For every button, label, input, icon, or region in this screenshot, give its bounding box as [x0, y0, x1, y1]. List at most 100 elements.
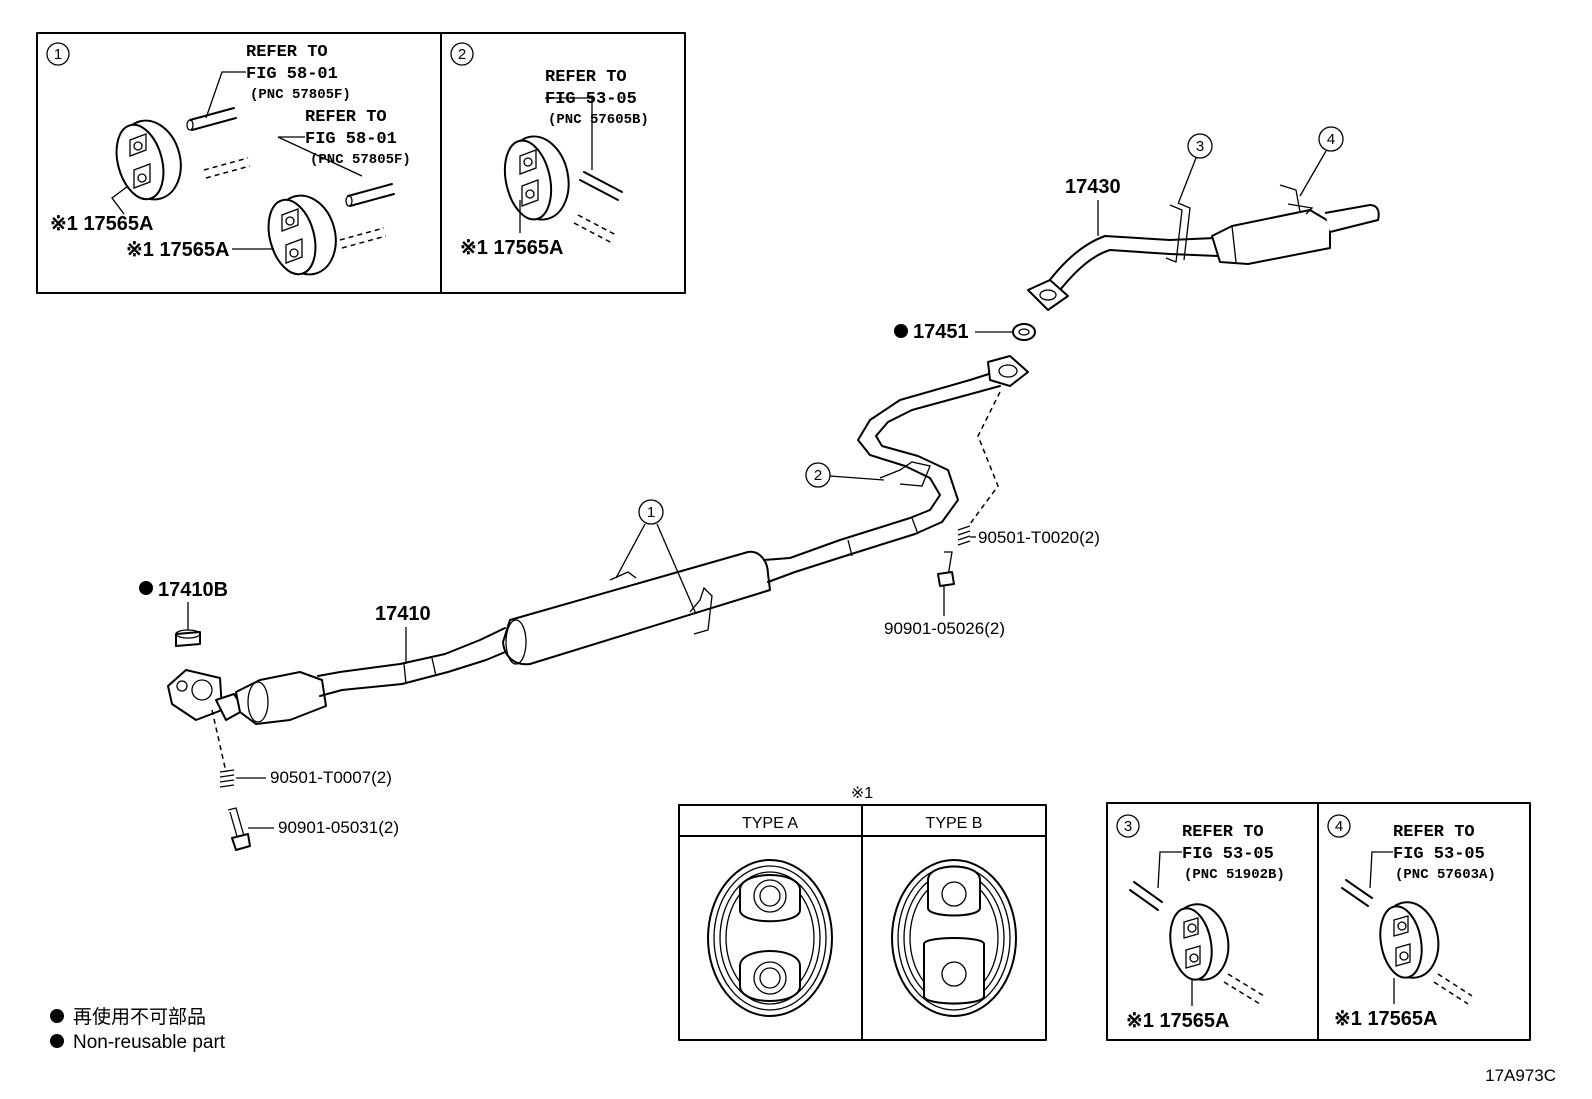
leader-line	[1299, 150, 1327, 197]
callout-2: 2	[814, 467, 822, 484]
inset-2-hanger-label: ※1 17565A	[460, 237, 564, 259]
part-labels: 17430 17451 17410B 17410 90501-T0020(2) …	[139, 176, 1121, 837]
part-17430-label: 17430	[1065, 176, 1121, 198]
inset-2-ref-line2: FIG 53-05	[545, 90, 637, 109]
bolt-and-spring-icons	[211, 391, 1001, 851]
legend-dot-icon	[50, 1009, 64, 1023]
callouts: 1 2 3 4	[615, 126, 1344, 615]
spring-icon	[957, 525, 971, 546]
inset-3-ref-line1: REFER TO	[1182, 823, 1264, 842]
inset-4: 4 REFER TO FIG 53-05 (PNC 57603A) ※1 175…	[1327, 814, 1496, 1030]
type-a-hanger-icon	[707, 859, 833, 1017]
front-pipe-assembly	[167, 323, 1036, 725]
rubber-hanger-icon	[503, 135, 570, 221]
gasket-17410b	[175, 629, 201, 647]
inset-3-ref-line2: FIG 53-05	[1182, 845, 1274, 864]
callout-2-circle	[805, 462, 831, 488]
part-17451-label: 17451	[913, 321, 969, 343]
inset-1-hanger-b-label: ※1 17565A	[126, 239, 230, 261]
leader-line	[545, 97, 593, 170]
center-muffler	[502, 550, 771, 666]
non-reusable-dot	[894, 324, 908, 338]
bolt-spring-front-label: 90501-T0007(2)	[270, 768, 392, 787]
leader-line	[1369, 851, 1393, 889]
inset-4-ref-line3: (PNC 57603A)	[1395, 867, 1496, 883]
inset-2-marker-circle	[450, 42, 474, 66]
part-17410b-label: 17410B	[158, 579, 228, 601]
hanger-types-panel: ※1 TYPE A TYPE B	[678, 785, 1047, 1041]
bolt-spring-rear-label: 90501-T0020(2)	[978, 528, 1100, 547]
inset-1-ref-b-line2: FIG 58-01	[305, 130, 397, 149]
catalytic-converter	[235, 671, 327, 725]
bolt-icon	[937, 551, 955, 587]
inset-3-ref-line3: (PNC 51902B)	[1184, 867, 1285, 883]
inset-1-ref-a-line1: REFER TO	[246, 43, 328, 62]
inset-4-ref-line2: FIG 53-05	[1393, 845, 1485, 864]
inset-1-marker: 1	[54, 46, 62, 63]
inset-2-marker: 2	[458, 46, 466, 63]
part-17410-label: 17410	[375, 603, 431, 625]
inset-1-hanger-a-label: ※1 17565A	[50, 213, 154, 235]
inset-4-ref-line1: REFER TO	[1393, 823, 1475, 842]
inset-4-marker: 4	[1335, 818, 1343, 835]
rear-muffler-assembly	[1027, 184, 1380, 311]
callout-4-circle	[1318, 126, 1344, 152]
inset-1-ref-a-line2: FIG 58-01	[246, 65, 338, 84]
mid-flange	[987, 355, 1029, 387]
rubber-hanger-icon	[115, 119, 182, 201]
inset-2-ref-line3: (PNC 57605B)	[548, 112, 649, 128]
bolt-icon	[227, 807, 251, 851]
leader-line	[1157, 851, 1182, 889]
gasket-17451	[1012, 323, 1036, 341]
inset-1-ref-a-line3: (PNC 57805F)	[250, 87, 351, 103]
leader-line	[277, 136, 363, 177]
hanger-rod-icon	[186, 107, 395, 249]
leader-line	[1177, 157, 1197, 205]
inset-1: 1 REFER TO FIG 58-01 (PNC 57805F) REFER …	[46, 42, 411, 276]
inset-1-ref-b-line3: (PNC 57805F)	[310, 152, 411, 168]
leader-line	[111, 185, 129, 215]
inset-3-marker: 3	[1124, 818, 1132, 835]
bolt-front-label: 90901-05031(2)	[278, 818, 399, 837]
non-reusable-dot	[139, 581, 153, 595]
rubber-hanger-icon	[1379, 901, 1440, 979]
type-b-label: TYPE B	[926, 815, 983, 832]
inset-1-ref-b-line1: REFER TO	[305, 108, 387, 127]
inset-frame-top	[36, 32, 686, 294]
legend: 再使用不可部品 Non-reusable part	[50, 1006, 226, 1053]
inset-panel-1-2	[36, 32, 686, 294]
inset-4-hanger-label: ※1 17565A	[1334, 1008, 1438, 1030]
types-note-marker: ※1	[851, 785, 873, 802]
callout-3: 3	[1196, 138, 1204, 155]
inset-3-hanger-label: ※1 17565A	[1126, 1010, 1230, 1032]
type-b-hanger-icon	[891, 859, 1017, 1017]
tail-pipe	[1324, 204, 1380, 233]
inset-2: 2 REFER TO FIG 53-05 (PNC 57605B) ※1 175…	[450, 42, 649, 259]
leader-line	[205, 71, 246, 119]
inset-panel-3-4	[1106, 802, 1531, 1041]
leader-line	[615, 523, 697, 615]
front-flange	[167, 669, 223, 721]
rubber-hanger-icon	[1169, 903, 1230, 981]
inset-3-marker-circle	[1116, 814, 1140, 838]
type-a-label: TYPE A	[742, 815, 798, 832]
hanger-rod-icon	[1129, 881, 1265, 1005]
spring-icon	[219, 769, 235, 788]
inset-1-marker-circle	[46, 42, 70, 66]
bolt-rear-label: 90901-05026(2)	[884, 619, 1005, 638]
hanger-rod-icon	[1341, 879, 1473, 1005]
inset-3: 3 REFER TO FIG 53-05 (PNC 51902B) ※1 175…	[1116, 814, 1285, 1032]
callout-1: 1	[647, 504, 655, 521]
hanger-rod-icon	[573, 171, 623, 244]
callout-1-circle	[638, 499, 664, 525]
inset-4-marker-circle	[1327, 814, 1351, 838]
callout-4: 4	[1327, 131, 1335, 148]
callout-3-circle	[1187, 133, 1213, 159]
rear-muffler	[1211, 209, 1331, 265]
figure-code: 17A973C	[1485, 1066, 1556, 1085]
rubber-hanger-icon	[267, 194, 337, 276]
inset-2-ref-line1: REFER TO	[545, 68, 627, 87]
legend-english: Non-reusable part	[73, 1032, 226, 1053]
legend-dot-icon	[50, 1034, 64, 1048]
